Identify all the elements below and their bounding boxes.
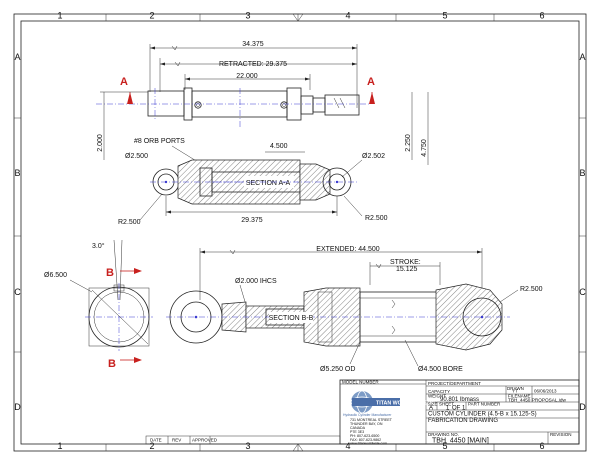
tb-capacity-label: CAPACITY [428,389,450,394]
label-clevis-len: 4.500 [270,143,288,150]
zone-col-2: 2 [149,11,154,21]
tb-web: www.titanworldwide.com [350,442,387,446]
tb-company-tag: Hydraulic Cylinder Manufacturer [343,413,392,417]
tb-of-label: OF [452,406,461,412]
tb-date-value: 06/06/2013 [534,389,557,394]
section-a-a-view: #8 ORB PORTS Ø2.500 4.500 Ø2.502 SECTION… [118,138,388,226]
label-pin-right: Ø2.502 [362,153,385,160]
dim-height-left: 2.000 [97,134,104,152]
dim-height-mid: 2.250 [405,134,412,152]
zone-row-b: B [14,168,20,178]
column-zones: 1 2 3 4 5 6 1 2 3 4 5 6 [57,11,545,452]
tb-filename-value: TBH_4450 PROPOSAL.idw [508,398,566,403]
dim-retracted: RETRACTED: 29.375 [219,61,287,68]
tb-logo-text: TITAN WORLDWIDE INC. [376,401,439,407]
tb-weight-value: 90.801 lbmass [440,397,479,403]
tb-description-2: FABRICATION DRAWING [428,418,498,424]
tb-revision-label: REVISION [550,432,572,437]
tb-drawn-value: YT [512,389,518,394]
tb-drawing-no-label: DRAWING NO. [428,432,459,437]
rev-col-rev: REV [172,438,181,443]
section-arrow-b-top [134,268,142,274]
section-marker-b-top: B [106,267,114,279]
section-arrow-b-bottom [134,357,142,363]
zone-row-a: A [14,52,20,62]
zone-row-a-right: A [579,52,585,62]
tb-filename-label: FILENAME [508,394,531,399]
tb-drawn-label: DRAWN [507,386,524,391]
zone-row-c: C [14,287,21,297]
dim-extended: EXTENDED: 44.500 [316,246,380,253]
center-mark-bottom [292,443,304,452]
label-od: Ø5.250 OD [320,366,355,373]
tb-size-value: A [429,406,433,412]
zone-row-d-right: D [579,402,586,412]
rev-col-approved: APPROVED [192,438,218,443]
center-mark-top [292,13,304,22]
zone-col-1: 1 [57,11,62,21]
titan-logo-icon [350,390,400,414]
label-pin-left: Ø2.500 [125,153,148,160]
zone-col-4: 4 [345,11,350,21]
zone-row-d: D [14,402,21,412]
label-bore: Ø4.500 BORE [418,366,463,373]
label-end-dia: Ø6.500 [44,272,67,279]
label-radius-left: R2.500 [118,219,141,226]
dim-center-len: 29.375 [241,217,263,224]
tb-fax: FAX: 807-623-9862 [350,438,381,442]
title-block: MODEL NUMBER TITAN WORLDWIDE INC. Hydrau… [339,380,580,446]
tb-project-label: PROJECT/DEPARTMENT [428,381,481,386]
zone-col-3: 3 [245,11,250,21]
label-section-aa: SECTION A-A [246,180,291,187]
rev-col-date: DATE [150,438,162,443]
zone-col-5-bottom: 5 [442,441,447,451]
label-rod-dia: Ø2.000 IHCS [235,278,277,285]
top-view: 34.375 RETRACTED: 29.375 22.000 A [96,41,429,165]
label-radius-ext: R2.500 [520,286,543,293]
label-angle: 3.0° [92,242,105,250]
dim-barrel: 22.000 [236,73,258,80]
tb-address-2: THUNDER BAY, ON [350,422,383,426]
revision-table: DATE REV APPROVED [145,435,341,445]
label-orb-ports: #8 ORB PORTS [134,138,185,145]
tb-drawing-no: TBH_4450 [MAIN] [432,438,489,445]
section-marker-b-bottom: B [108,358,116,370]
row-zones: A B C D A B C D [14,52,586,412]
label-stroke: STROKE: [390,259,421,266]
zone-col-4-bottom: 4 [345,441,350,451]
inner-border [20,20,580,445]
tb-model-number-label: MODEL NUMBER [342,380,379,385]
zone-col-5: 5 [442,11,447,21]
section-b-b-view: EXTENDED: 44.500 STROKE: 15.125 Ø2.000 I… [166,246,543,373]
section-marker-a-left: A [120,76,128,88]
tb-phone: PH: 807-623-6500 [350,434,379,438]
zone-col-6: 6 [539,11,544,21]
section-marker-a-right: A [367,76,375,88]
label-radius-right: R2.500 [365,215,388,222]
tb-address-3: CANADA [350,426,366,430]
zone-col-1-bottom: 1 [57,441,62,451]
outer-border [13,13,587,452]
zone-col-2-bottom: 2 [149,441,154,451]
tb-weight-label: WEIGHT [428,394,446,399]
zone-col-6-bottom: 6 [539,441,544,451]
tb-address-4: P7E 3E3 [350,430,364,434]
label-stroke-value: 15.125 [396,266,418,273]
tb-part-label: PART NUMBER [468,402,501,407]
dim-overall-retracted: 34.375 [242,41,264,48]
tb-of-value: 1 [462,406,466,412]
tb-description-1: CUSTOM CYLINDER (4.5-B x 15.125-S) [428,412,537,418]
end-view: 3.0° Ø6.500 B B [44,239,153,370]
tb-sheet-label: SHEET [439,402,454,407]
zone-col-3-bottom: 3 [245,441,250,451]
zone-row-b-right: B [579,168,585,178]
tb-sheet-value: 1 [446,406,450,412]
tb-address-1: 731 MONTREAL STREET [350,418,393,422]
tb-size-label: SIZE [428,402,438,407]
zone-row-c-right: C [579,287,586,297]
dim-height-right: 4.750 [421,139,428,157]
label-section-bb: SECTION B-B [269,315,314,322]
